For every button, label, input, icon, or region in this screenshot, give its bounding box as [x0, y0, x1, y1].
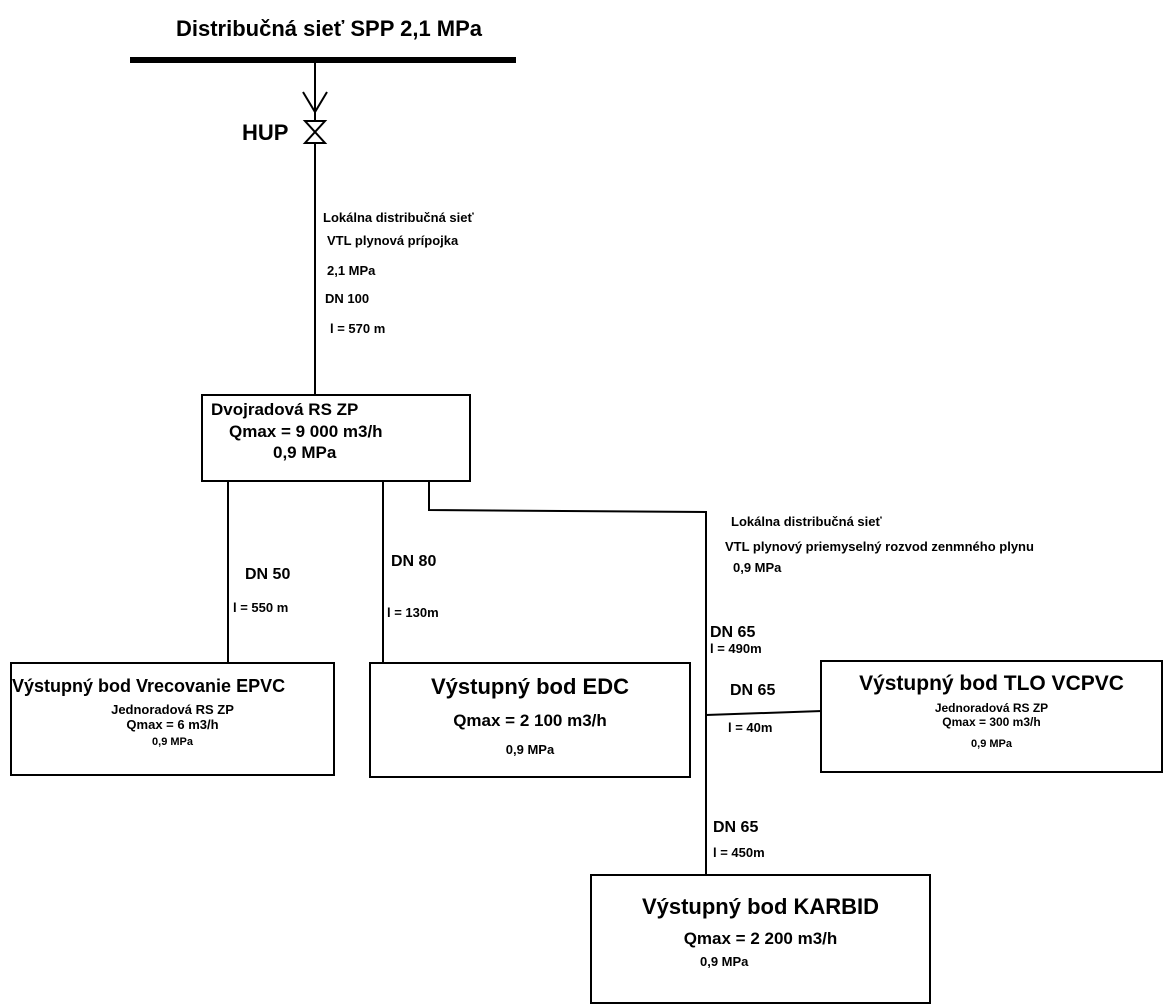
connection-pressure: 2,1 MPa — [327, 263, 376, 278]
exit-tlo-title: Výstupný bod TLO VCPVC — [859, 672, 1124, 695]
valve-icon — [302, 120, 328, 144]
distribution-label-2: VTL plynový priemyselný rozvod zenmného … — [725, 539, 1034, 554]
exit-edc-title: Výstupný bod EDC — [430, 674, 629, 699]
pipe-karbid-dn: DN 65 — [713, 819, 759, 836]
pipe-tlo — [705, 710, 823, 716]
exit-epvc-qmax: Qmax = 6 m3/h — [126, 716, 219, 732]
pipe-tlo-length: l = 40m — [728, 720, 773, 735]
exit-epvc-station: Jednoradová RS ZP — [111, 701, 234, 717]
exit-box-epvc: Výstupný bod Vrecovanie EPVC Jednoradová… — [10, 662, 335, 776]
connection-label-1: Lokálna distribučná sieť — [323, 210, 474, 225]
exit-tlo-station: Jednoradová RS ZP — [934, 701, 1049, 716]
connection-label-2: VTL plynová prípojka — [327, 233, 459, 248]
pipe-main-length: l = 490m — [710, 641, 762, 656]
hup-label: HUP — [242, 120, 289, 145]
exit-karbid-pressure: 0,9 MPa — [700, 953, 749, 969]
exit-edc-qmax: Qmax = 2 100 m3/h — [453, 711, 607, 731]
pipe-epvc-length: l = 550 m — [233, 600, 289, 615]
pipe-edc-length: l = 130m — [387, 605, 439, 620]
exit-box-karbid: Výstupný bod KARBID Qmax = 2 200 m3/h 0,… — [590, 874, 931, 1004]
distribution-pressure: 0,9 MPa — [733, 560, 782, 575]
pipe-epvc-dn: DN 50 — [245, 566, 291, 583]
exit-tlo-pressure: 0,9 MPa — [971, 737, 1012, 750]
exit-box-edc: Výstupný bod EDC Qmax = 2 100 m3/h 0,9 M… — [369, 662, 691, 778]
distribution-label-1: Lokálna distribučná sieť — [731, 514, 882, 529]
pipe-tlo-dn: DN 65 — [730, 682, 776, 699]
pipe-karbid-length: l = 450m — [713, 845, 765, 860]
exit-tlo-qmax: Qmax = 300 m3/h — [942, 714, 1041, 729]
exit-box-tlo: Výstupný bod TLO VCPVC Jednoradová RS ZP… — [820, 660, 1163, 773]
connection-length: l = 570 m — [330, 321, 386, 336]
pipe-edc-dn: DN 80 — [391, 553, 437, 570]
station-box: Dvojradová RS ZP Qmax = 9 000 m3/h 0,9 M… — [201, 394, 471, 482]
exit-karbid-title: Výstupný bod KARBID — [641, 894, 880, 919]
exit-edc-pressure: 0,9 MPa — [505, 741, 555, 757]
pipe-distribution — [428, 480, 707, 876]
exit-epvc-title: Výstupný bod Vrecovanie EPVC — [12, 676, 286, 696]
exit-karbid-qmax: Qmax = 2 200 m3/h — [683, 929, 838, 949]
exit-epvc-pressure: 0,9 MPa — [152, 735, 193, 748]
connection-dn: DN 100 — [325, 291, 370, 306]
flow-arrow — [302, 91, 328, 114]
station-qmax: Qmax = 9 000 m3/h — [229, 421, 383, 441]
station-label-1: Dvojradová RS ZP — [211, 400, 359, 419]
pipe-main-dn: DN 65 — [710, 624, 756, 641]
network-title: Distribučná sieť SPP 2,1 MPa — [176, 16, 483, 41]
station-pressure: 0,9 MPa — [273, 443, 337, 463]
